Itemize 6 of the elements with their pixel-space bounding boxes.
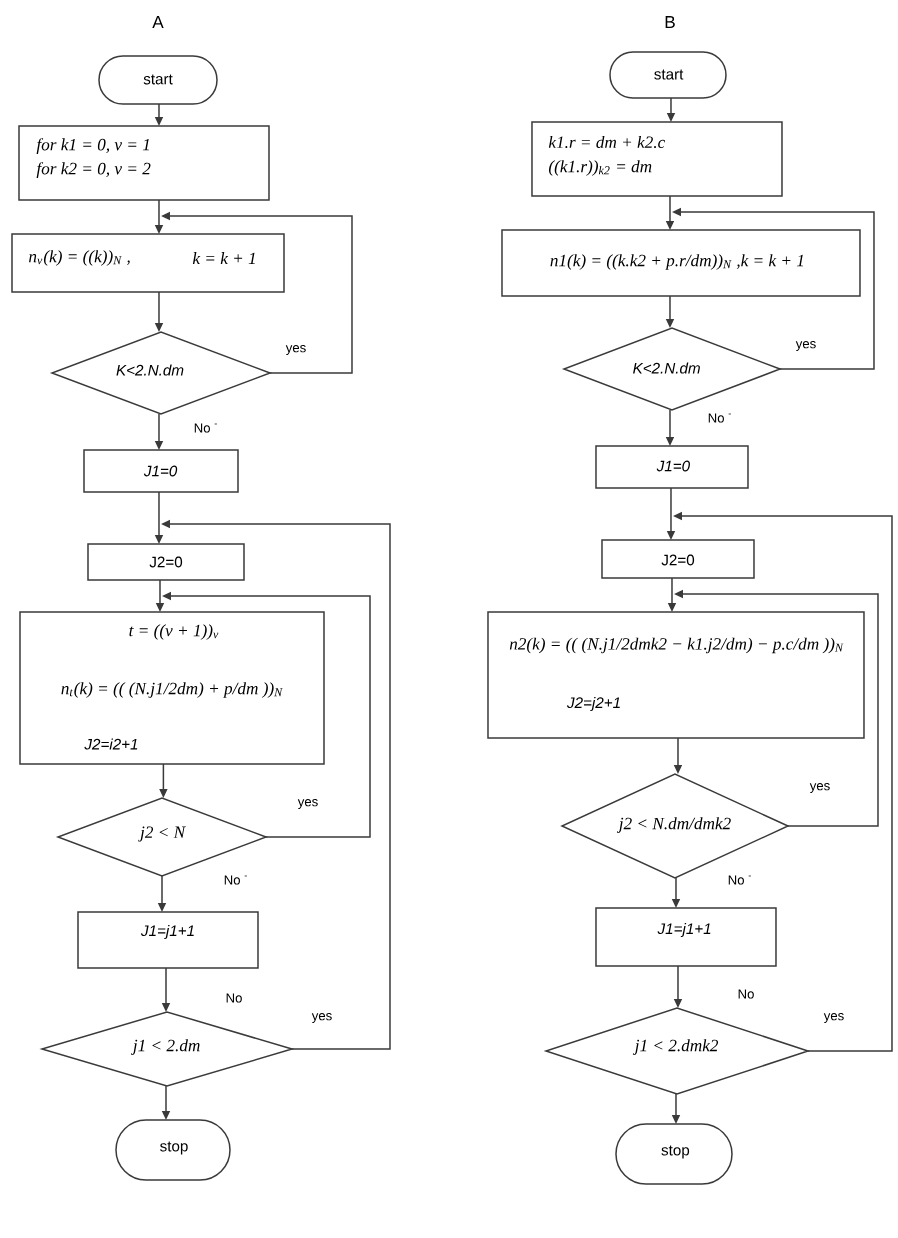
process-box: k1.r = dm + k2.c ((k1.r))$_{k2}$ = dm (531, 121, 783, 197)
process-box: n$_{v}$(k) = ((k))$_{N}$ , k = k + 1 (11, 233, 285, 293)
panel-label: A (152, 16, 164, 28)
process-box: n1(k) = ((k.k2 + p.r/dm))$_{N}$ ,k = k + 1 (501, 229, 861, 297)
panel-label: B (665, 16, 675, 28)
process-box: for k1 = 0, v = 1 for k2 = 0, v = 2 (18, 125, 270, 201)
